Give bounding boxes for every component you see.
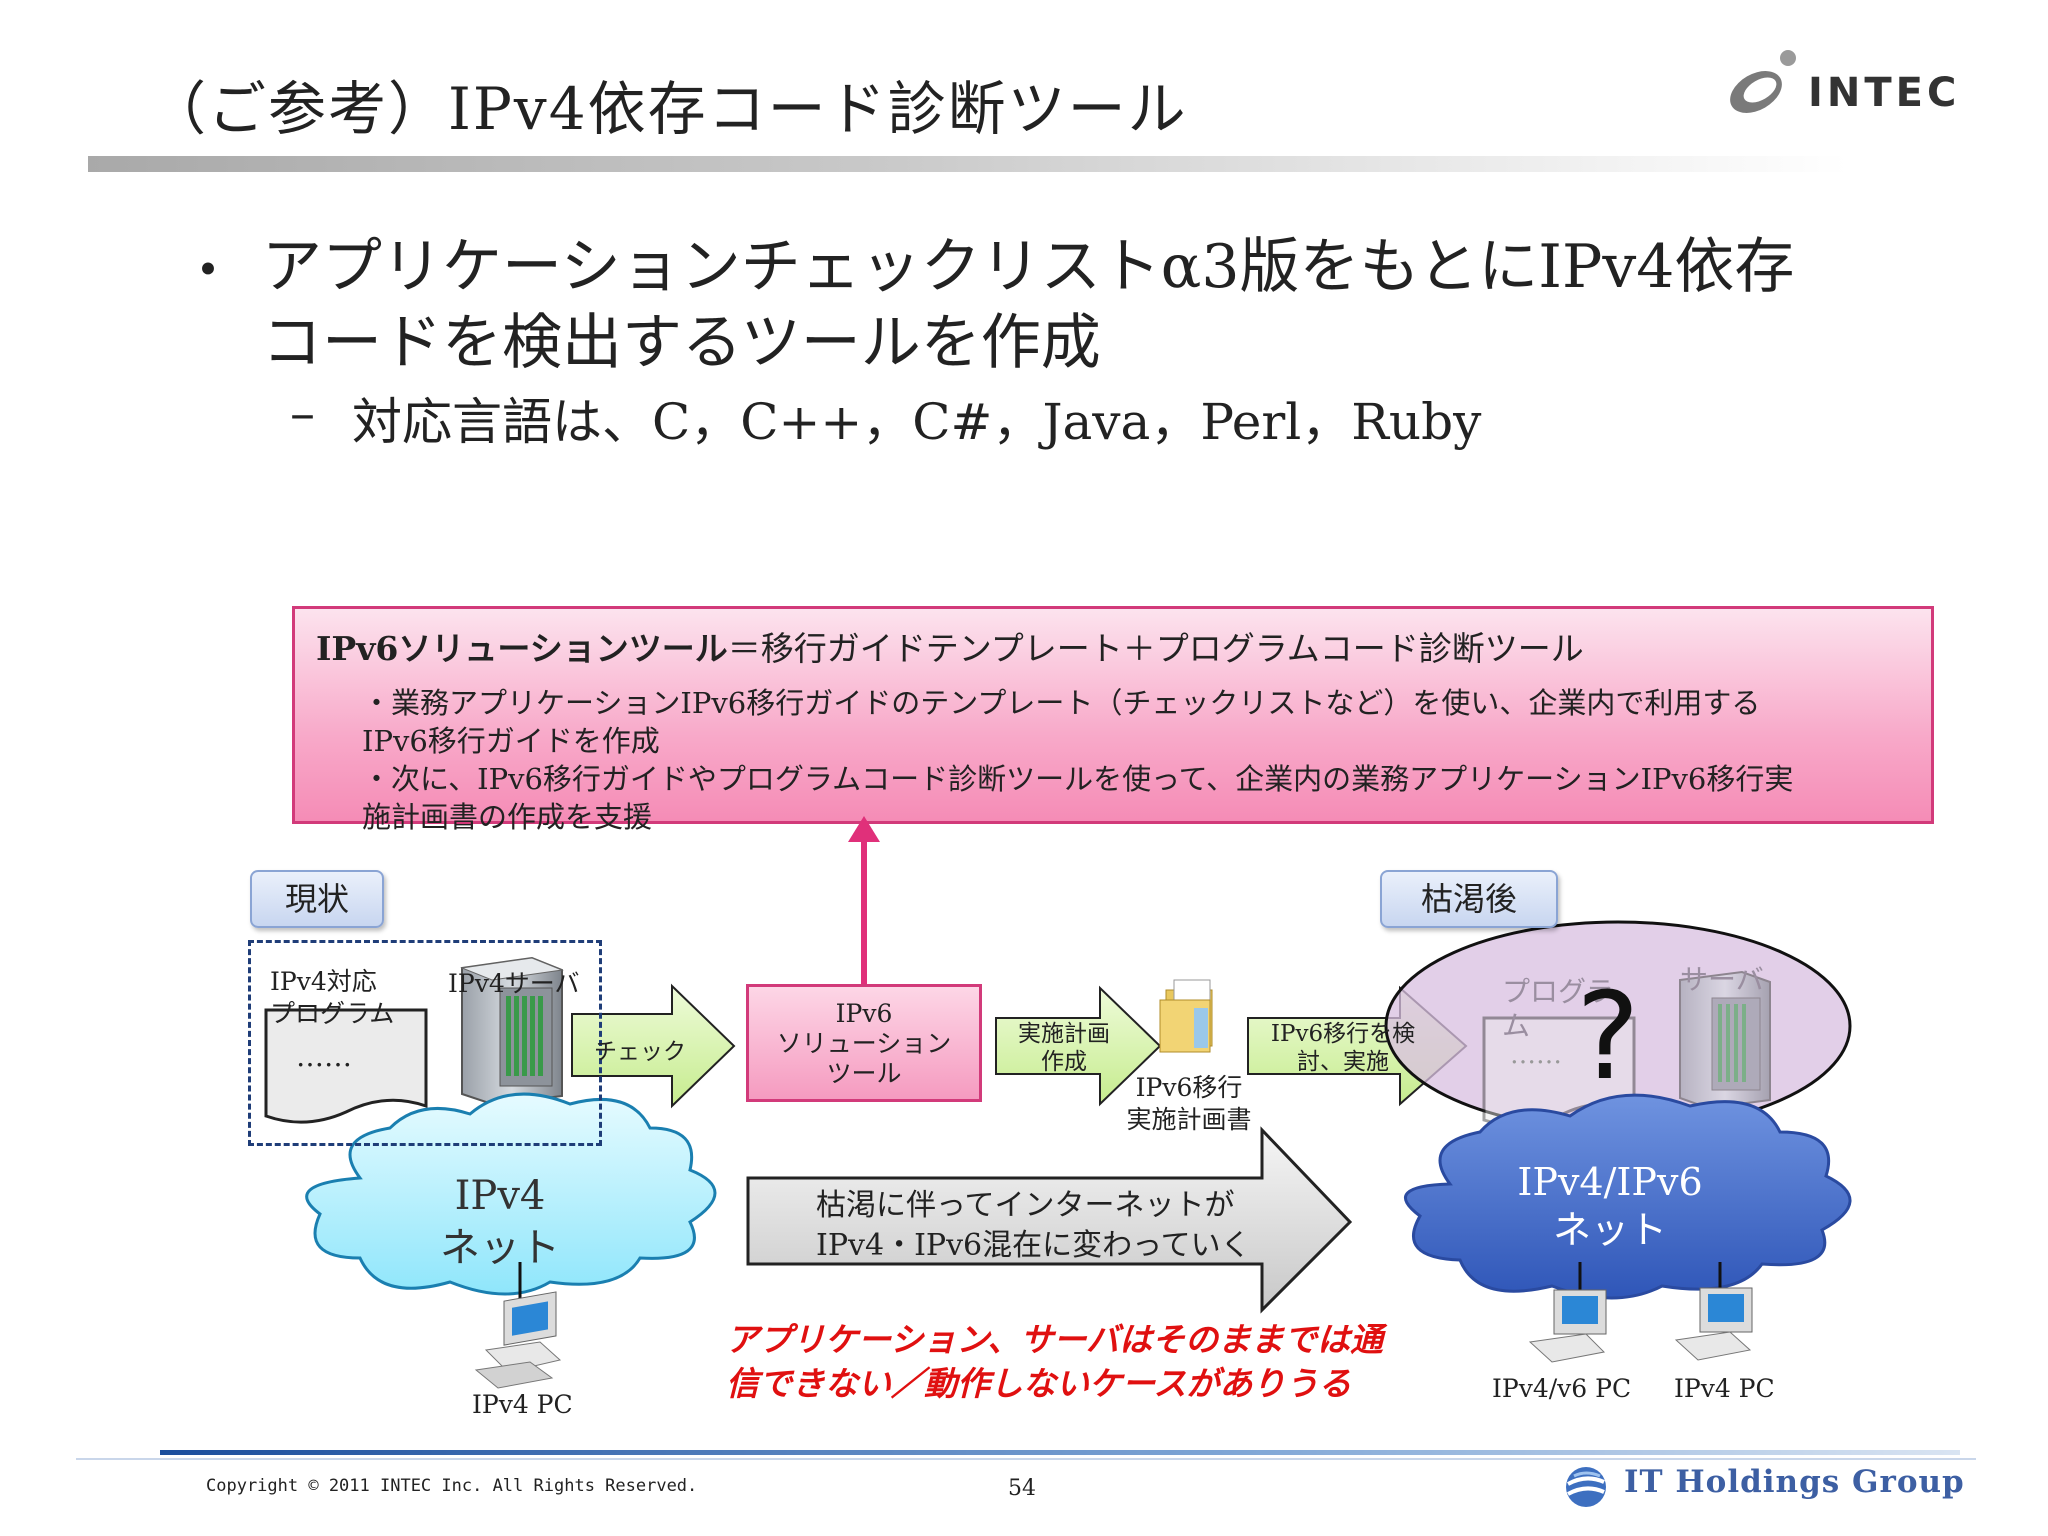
current-state-dashed-box — [248, 940, 602, 1146]
solution-line-1: ・業務アプリケーションIPv6移行ガイドのテンプレート（チェックリストなど）を使… — [362, 686, 1761, 720]
pc-left-label: IPv4 PC — [472, 1390, 573, 1419]
solution-line-4: 施計画書の作成を支援 — [362, 800, 653, 834]
solution-heading-bold: IPv6ソリューションツール — [316, 629, 728, 668]
bullet-dot: ・ — [180, 239, 236, 304]
pc-icon-right-1 — [1528, 1262, 1607, 1363]
plan-doc-label-1: IPv6移行 — [1135, 1073, 1243, 1102]
intec-logo: INTEC — [1730, 50, 1960, 116]
program-dots: …… — [296, 1040, 352, 1073]
transition-big-arrow — [746, 1126, 1353, 1314]
question-mark: ? — [1576, 968, 1640, 1107]
bullet-main-line-2: コードを検出するツールを作成 — [262, 308, 1101, 378]
ipv4-ipv6-net-label-1: IPv4/IPv6 — [1517, 1160, 1703, 1204]
footer-rule — [160, 1450, 1960, 1455]
intec-swoosh-icon — [1730, 50, 1796, 113]
logo-text: INTEC — [1808, 70, 1960, 116]
after-server-label: サーバ — [1680, 963, 1764, 996]
bullet-main-line-1: アプリケーションチェックリストα3版をもとにIPv4依存 — [262, 232, 1795, 302]
after-program-dots: …… — [1510, 1040, 1562, 1070]
plan-arrow-label-1: 実施計画 — [1018, 1021, 1110, 1047]
plan-document-label: IPv6移行 実施計画書 — [1124, 1072, 1254, 1136]
tag-current-state: 現状 — [250, 870, 384, 928]
pc-right-2-label: IPv4 PC — [1674, 1374, 1775, 1403]
transition-text-1: 枯渇に伴ってインターネットが — [816, 1188, 1235, 1223]
migrate-arrow-label: IPv6移行を検 討、実施 — [1268, 1020, 1418, 1076]
ipv6-solution-tool-box: IPv6 ソリューション ツール — [746, 984, 982, 1102]
warning-line-2: 信できない／動作しないケースがありうる — [726, 1364, 1352, 1403]
sub-bullet-dash: – — [290, 384, 315, 442]
program-document-icon — [264, 1008, 428, 1124]
check-arrow-label: チェック — [594, 1039, 686, 1065]
check-arrow — [571, 983, 736, 1109]
tool-label-3: ツール — [826, 1059, 902, 1088]
ipv4-ipv6-net-label: IPv4/IPv6 ネット — [1500, 1158, 1720, 1254]
ipv4-net-label: IPv4 ネット — [400, 1170, 600, 1274]
tool-label-2: ソリューション — [776, 1029, 952, 1058]
footer-rule-thin — [76, 1458, 1976, 1460]
transition-arrow-text: 枯渇に伴ってインターネットが IPv4・IPv6混在に変わっていく — [816, 1186, 1251, 1266]
solution-box-heading: IPv6ソリューションツール＝移行ガイドテンプレート＋プログラムコード診断ツール — [316, 622, 1584, 670]
plan-arrow-label-2: 作成 — [1041, 1049, 1087, 1075]
program-label-1: IPv4対応 — [270, 967, 377, 996]
migrate-arrow-label-1: IPv6移行を検 — [1270, 1021, 1416, 1047]
server-label: IPv4サーバ — [448, 969, 580, 998]
server-icon — [460, 956, 564, 1106]
tool-label-1: IPv6 — [835, 999, 893, 1028]
plan-arrow — [995, 985, 1162, 1107]
after-server-icon — [1679, 970, 1771, 1110]
ipv4-ipv6-net-cloud — [1404, 1093, 1852, 1300]
folder-document-icon — [1159, 979, 1213, 1053]
warning-line-1: アプリケーション、サーバはそのままでは通 — [726, 1320, 1384, 1359]
copyright-text: Copyright © 2011 INTEC Inc. All Rights R… — [206, 1476, 698, 1496]
plan-arrow-label: 実施計画 作成 — [1018, 1020, 1110, 1076]
migrate-arrow-label-2: 討、実施 — [1297, 1049, 1389, 1075]
ipv4-net-label-2: ネット — [440, 1225, 560, 1271]
ipv4-net-label-1: IPv4 — [454, 1173, 546, 1219]
ipv4-ipv6-net-label-2: ネット — [1552, 1208, 1667, 1252]
pc-icon-left — [474, 1262, 562, 1389]
it-holdings-group-text: IT Holdings Group — [1624, 1464, 1965, 1500]
title-underline-bar — [88, 156, 1848, 172]
program-label-2: プログラム — [270, 999, 395, 1028]
solution-line-3: ・次に、IPv6移行ガイドやプログラムコード診断ツールを使って、企業内の業務アプ… — [362, 762, 1794, 796]
after-program-label-1: プログラ — [1502, 975, 1615, 1008]
warning-text: アプリケーション、サーバはそのままでは通 信できない／動作しないケースがありうる — [726, 1318, 1383, 1406]
sub-bullet-languages: 対応言語は、C，C++，C#，Java，Perl，Ruby — [352, 393, 1482, 451]
after-program-label-2: ム — [1502, 1009, 1531, 1042]
up-arrow-to-solution-box — [848, 816, 880, 984]
solution-heading-rest: ＝移行ガイドテンプレート＋プログラムコード診断ツール — [727, 629, 1584, 668]
pc-right-1-label: IPv4/v6 PC — [1492, 1374, 1632, 1403]
it-holdings-globe-icon — [1566, 1467, 1606, 1507]
page-title: （ご参考）IPv4依存コード診断ツール — [148, 75, 1188, 143]
solution-tool-box — [292, 606, 1934, 824]
pc-icon-right-2 — [1674, 1262, 1753, 1361]
plan-doc-label-2: 実施計画書 — [1126, 1105, 1252, 1134]
transition-text-2: IPv4・IPv6混在に変わっていく — [816, 1228, 1251, 1263]
page-number: 54 — [1008, 1476, 1036, 1501]
solution-line-2: IPv6移行ガイドを作成 — [362, 724, 660, 758]
tag-after-depletion: 枯渇後 — [1380, 870, 1558, 928]
